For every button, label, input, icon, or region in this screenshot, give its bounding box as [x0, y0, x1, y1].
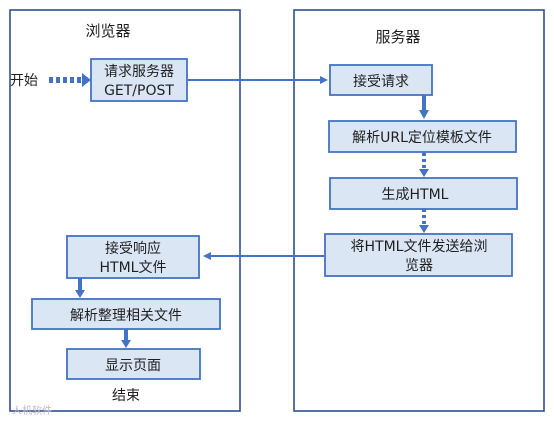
start-arrow-head: [82, 73, 91, 87]
request-line2: GET/POST: [104, 83, 174, 99]
receive-request-text: 接受请求: [353, 73, 409, 90]
watermark-text: 人机软件: [12, 404, 52, 417]
parse-files-text: 解析整理相关文件: [70, 308, 182, 324]
send-html-line2: 览器: [405, 258, 433, 274]
receive-response-line1: 接受响应: [105, 240, 161, 257]
display-page-box: [66, 348, 201, 380]
start-label: 开始: [10, 73, 38, 89]
end-label: 结束: [112, 388, 140, 404]
server-panel: [293, 9, 545, 412]
arrow-receive-to-parse-head: [419, 110, 429, 119]
send-html-line1: 将HTML文件发送给浏: [351, 239, 488, 255]
arrow-parse-to-generate-head: [419, 169, 429, 177]
request-line1: 请求服务器: [104, 64, 174, 80]
arrow-generate-to-send-head: [419, 225, 429, 233]
parse-url-text: 解析URL定位模板文件: [352, 130, 492, 146]
receive-response-line2: HTML文件: [100, 260, 167, 276]
send-html-box: [324, 233, 513, 277]
browser-panel: [9, 9, 241, 412]
receive-request-box: [329, 64, 433, 96]
parse-url-box: [328, 120, 517, 153]
receive-response-box: [66, 235, 200, 279]
server-title: 服务器: [375, 28, 420, 46]
parse-files-box: [31, 298, 221, 330]
browser-title: 浏览器: [85, 22, 130, 40]
arrow-receive-to-parse-browser-head: [75, 290, 85, 298]
display-page-text: 显示页面: [105, 358, 161, 374]
generate-html-text: 生成HTML: [382, 187, 449, 203]
request-server-box: [90, 58, 188, 102]
arrow-parse-to-display-head: [121, 340, 131, 348]
